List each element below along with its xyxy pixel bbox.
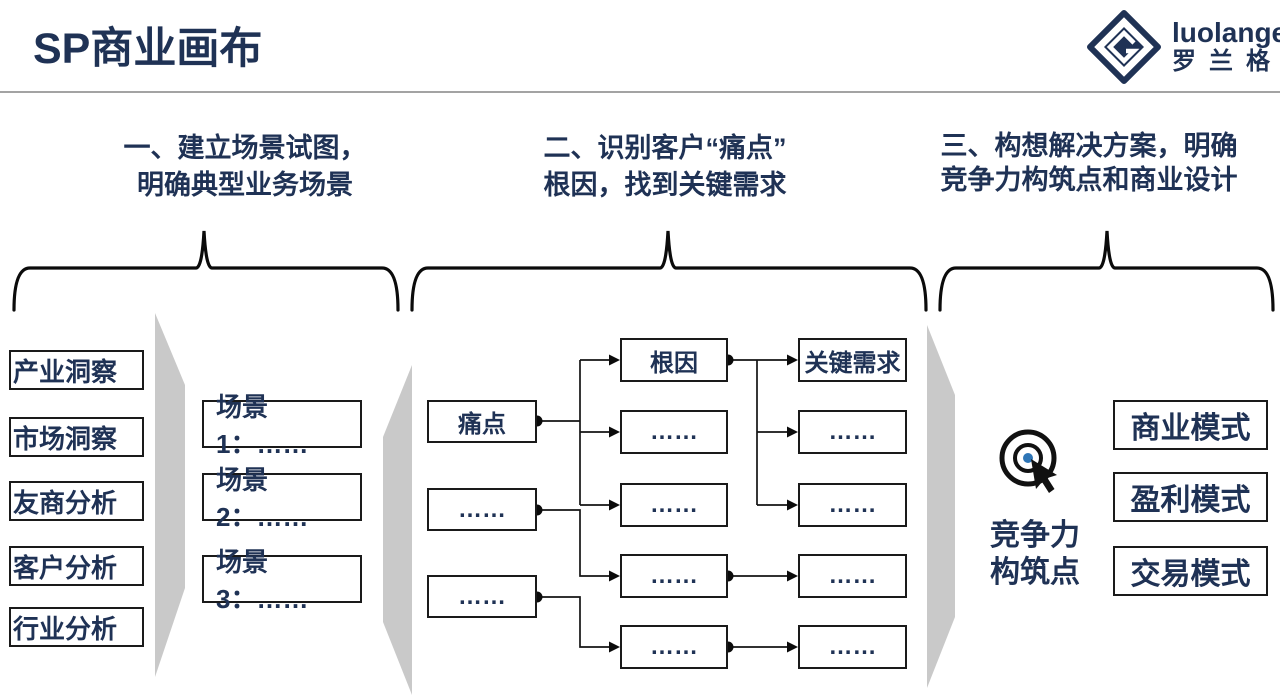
step-2-heading: 二、识别客户“痛点” 根因，找到关键需求 [475,130,855,204]
step-2-line-1: 二、识别客户“痛点” [543,133,787,163]
step-1-heading: 一、建立场景试图， 明确典型业务场景 [60,130,430,204]
insight-box-3: 友商分析 [9,481,144,521]
scenario-box-1: 场景1：…… [202,392,362,459]
target-icon [999,429,1057,493]
funnel-panel-1 [155,313,185,677]
logo-diamond-icon [1087,10,1161,84]
competitiveness-line-1: 竞争力 [990,519,1080,552]
logo: luolanger 罗兰格 [1082,5,1280,89]
scenario-box-3: 场景3：…… [202,547,362,614]
rootcause-box-4: …… [620,554,728,598]
rootcause-box-2: …… [620,410,728,454]
keyneed-box-2: …… [798,410,907,454]
model-box-2: 盈利模式 [1113,472,1268,522]
rootcause-box-3: …… [620,483,728,527]
step-3-heading: 三、构想解决方案，明确 竞争力构筑点和商业设计 [898,129,1280,197]
insight-box-2: 市场洞察 [9,417,144,457]
funnel-panel-2 [383,365,412,695]
model-box-3: 交易模式 [1113,546,1268,596]
pain-box-2: …… [427,488,537,531]
model-box-1: 商业模式 [1113,400,1268,450]
cursor-icon [1031,459,1057,493]
step-3-line-2: 竞争力构筑点和商业设计 [940,165,1238,195]
keyneed-box-5: …… [798,625,907,669]
insight-box-1: 产业洞察 [9,350,144,390]
page-title: SP商业画布 [33,25,263,73]
brace-1 [12,230,400,312]
title-divider [0,91,1280,93]
brace-2 [410,230,928,312]
brace-3 [938,230,1275,312]
insight-box-4: 客户分析 [9,546,144,586]
step-2-line-2: 根因，找到关键需求 [543,170,787,200]
keyneed-box-1: 关键需求 [798,338,907,382]
funnel-panel-3 [927,325,955,688]
logo-name: luolanger [1172,17,1280,48]
rootcause-box-1: 根因 [620,338,728,382]
competitiveness-line-2: 构筑点 [990,556,1080,589]
keyneed-box-3: …… [798,483,907,527]
insight-box-5: 行业分析 [9,607,144,647]
step-1-line-1: 一、建立场景试图， [123,133,367,163]
pain-box-3: …… [427,575,537,618]
pain-box-1: 痛点 [427,400,537,443]
step-3-line-1: 三、构想解决方案，明确 [940,131,1238,161]
keyneed-box-4: …… [798,554,907,598]
logo-name-cn: 罗兰格 [1172,48,1280,75]
step-1-line-2: 明确典型业务场景 [137,170,353,200]
competitiveness-label: 竞争力 构筑点 [970,517,1100,591]
scenario-box-2: 场景2：…… [202,465,362,532]
rootcause-box-5: …… [620,625,728,669]
